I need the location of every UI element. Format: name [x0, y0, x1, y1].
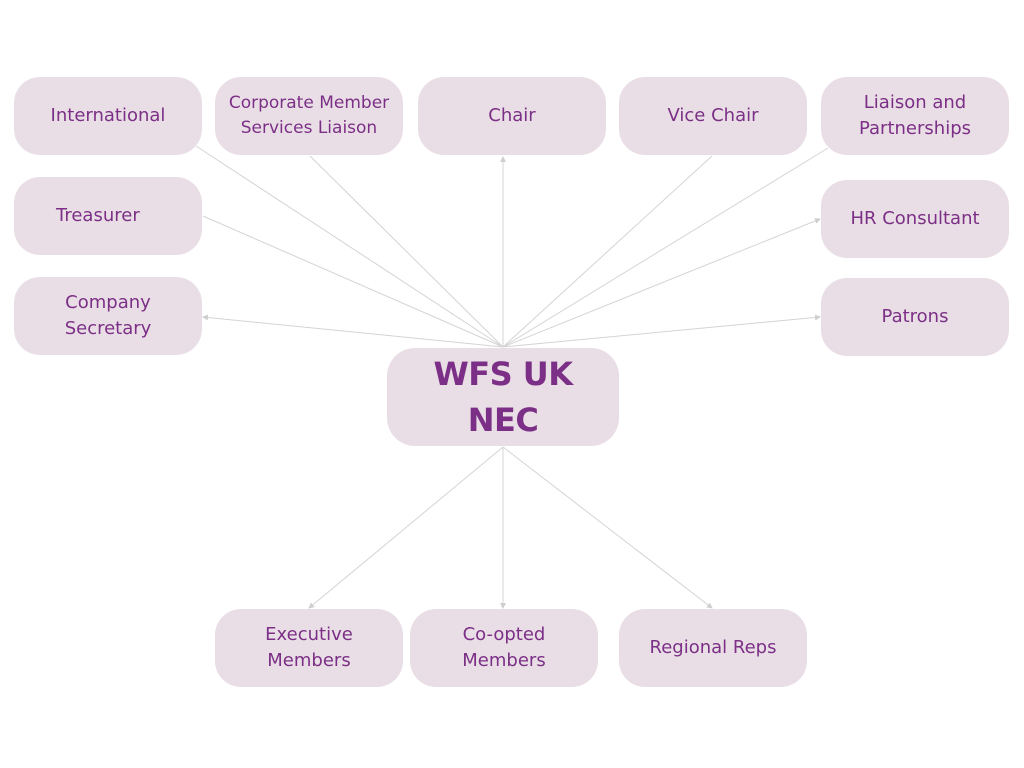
connector-international: [195, 145, 504, 348]
connector-corporate-liaison: [309, 155, 504, 348]
connector-regional-reps: [502, 446, 713, 609]
node-executive-members: Executive Members: [215, 609, 403, 687]
node-center: WFS UK NEC: [387, 348, 619, 446]
node-hr-consultant-label: HR Consultant: [850, 207, 980, 229]
node-regional-reps-label: Regional Reps: [649, 636, 777, 658]
node-liaison-partnerships-label: Liaison and Partnerships: [858, 91, 971, 139]
node-co-opted-members-label: Co-opted Members: [462, 623, 546, 671]
node-vice-chair: Vice Chair: [619, 77, 807, 155]
node-vice-chair-label: Vice Chair: [667, 104, 759, 126]
node-treasurer: Treasurer: [14, 177, 202, 255]
node-corporate-liaison: Corporate Member Services Liaison: [215, 77, 403, 155]
node-treasurer-label: Treasurer: [56, 204, 140, 226]
node-center-label: WFS UK NEC: [433, 354, 573, 439]
connector-liaison-partnerships: [502, 147, 829, 348]
connector-company-secretary: [202, 314, 504, 348]
node-chair: Chair: [418, 77, 606, 155]
node-international: International: [14, 77, 202, 155]
connector-hr-consultant: [502, 218, 821, 348]
node-co-opted-members: Co-opted Members: [410, 609, 598, 687]
node-corporate-liaison-label: Corporate Member Services Liaison: [228, 92, 390, 139]
connector-vice-chair: [502, 155, 713, 348]
node-patrons: Patrons: [821, 278, 1009, 356]
connector-patrons: [502, 314, 821, 348]
node-executive-members-label: Executive Members: [265, 623, 353, 671]
node-regional-reps: Regional Reps: [619, 609, 807, 687]
connector-treasurer: [202, 215, 504, 348]
node-hr-consultant: HR Consultant: [821, 180, 1009, 258]
node-patrons-label: Patrons: [881, 305, 949, 327]
node-liaison-partnerships: Liaison and Partnerships: [821, 77, 1009, 155]
node-chair-label: Chair: [488, 104, 536, 126]
node-company-secretary: Company Secretary: [14, 277, 202, 355]
node-international-label: International: [50, 104, 166, 126]
connector-executive-members: [308, 446, 504, 609]
node-company-secretary-label: Company Secretary: [64, 291, 152, 339]
